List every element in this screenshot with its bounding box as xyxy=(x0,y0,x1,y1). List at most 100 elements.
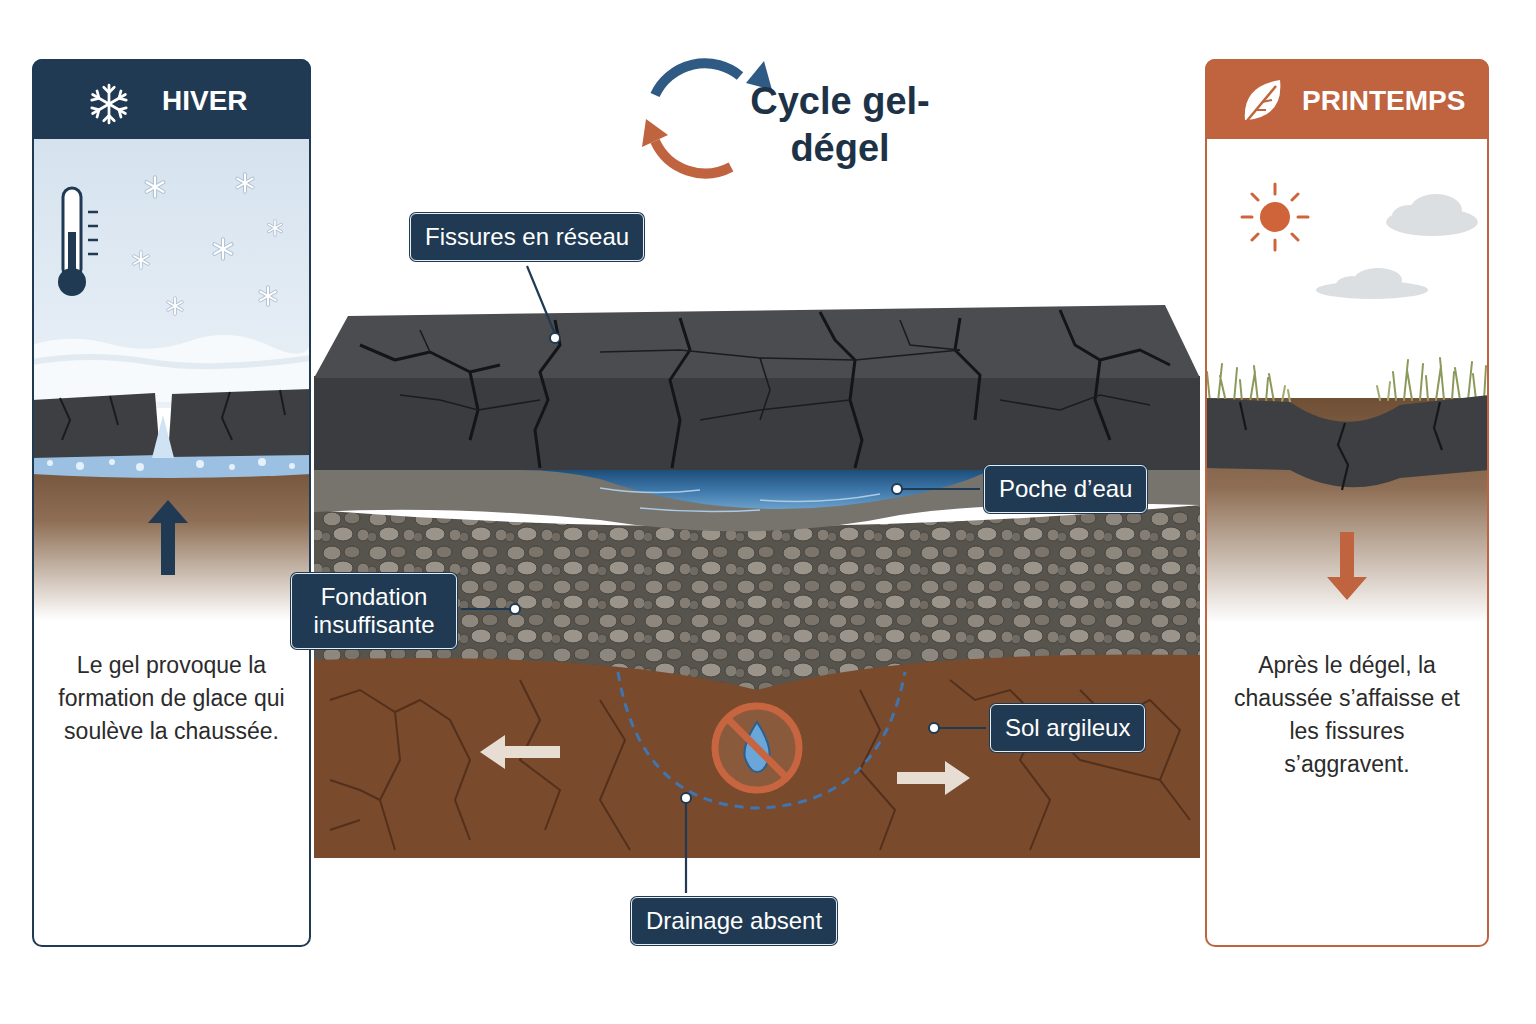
leaf-icon xyxy=(1246,86,1276,122)
diagram-title: Cycle gel-dégel xyxy=(715,78,965,172)
winter-sky xyxy=(32,138,311,408)
callout-box: Fondation insuffisante xyxy=(291,573,457,649)
spring-scene xyxy=(1205,59,1489,947)
leader-dots xyxy=(510,604,520,614)
no-drainage-icon xyxy=(715,706,799,790)
grass xyxy=(1207,364,1274,402)
winter-scene xyxy=(32,59,311,947)
heave-arrow xyxy=(148,500,188,575)
leader-dots xyxy=(929,723,939,733)
grass xyxy=(1282,382,1390,402)
leader-dots xyxy=(510,333,939,803)
leader-lines xyxy=(938,727,986,729)
sun-icon xyxy=(1242,184,1308,250)
clay-cracks xyxy=(600,700,630,850)
network-cracks xyxy=(470,372,478,440)
callout-text: Sol argileux xyxy=(1005,714,1130,742)
asphalt-front xyxy=(314,376,1200,470)
leader-lines xyxy=(461,608,511,610)
falling-snow xyxy=(134,252,148,268)
thermometer-icon xyxy=(58,188,98,296)
ice-wedge xyxy=(152,415,174,458)
fine-cracks xyxy=(1000,395,1150,410)
clouds xyxy=(1316,194,1478,299)
falling-snow xyxy=(260,287,275,305)
panel-ground xyxy=(32,59,311,947)
asphalt-cracks xyxy=(60,390,285,440)
snow-shade xyxy=(32,357,311,366)
network-cracks xyxy=(535,320,560,468)
panel-header xyxy=(32,59,311,139)
ice-crystals xyxy=(258,458,266,466)
ice-crystals xyxy=(109,459,115,465)
clay-movement-arrow xyxy=(897,761,970,795)
no-drainage-icon xyxy=(728,719,786,777)
water-ripples xyxy=(600,488,880,512)
winter-soil xyxy=(32,455,311,620)
asphalt-piece xyxy=(32,393,160,458)
leader-lines xyxy=(901,488,980,490)
falling-snow xyxy=(237,174,252,192)
network-cracks xyxy=(955,318,980,420)
settle-arrow xyxy=(1327,532,1367,600)
season-panel: PRINTEMPSAprès le dégel, la chaussée s’a… xyxy=(1205,59,1489,947)
no-drainage-icon xyxy=(715,706,799,790)
ice-crystals xyxy=(47,458,295,471)
callout-text: Drainage absent xyxy=(646,907,822,935)
ice-crystals xyxy=(47,460,53,466)
clouds xyxy=(1336,276,1368,294)
ice-crystals xyxy=(136,463,144,471)
sun-icon xyxy=(1242,184,1308,250)
network-cracks xyxy=(360,345,500,372)
cycle-arrows xyxy=(655,63,740,95)
fine-cracks xyxy=(400,320,1150,420)
sun-icon xyxy=(1260,202,1290,232)
ice-crystals xyxy=(76,462,84,470)
network-cracks xyxy=(670,318,690,468)
clay-cracks xyxy=(330,690,470,840)
panel-header xyxy=(1205,59,1489,139)
grass xyxy=(1393,358,1486,400)
panel-heading: HIVER xyxy=(34,61,309,140)
network-cracks xyxy=(1095,360,1110,440)
thermometer-icon xyxy=(63,188,81,278)
panel-body: Après le dégel, la chaussée s’affaisse e… xyxy=(1229,649,1465,781)
fine-cracks xyxy=(600,350,960,360)
network-cracks xyxy=(1060,310,1170,365)
leader-lines xyxy=(685,802,687,893)
clay-cracks xyxy=(860,690,895,850)
callout-box: Drainage absent xyxy=(631,897,837,945)
clay-movement-arrow xyxy=(480,735,560,769)
callout-box: Sol argileux xyxy=(990,704,1145,752)
callout-box: Fissures en réseau xyxy=(410,213,644,261)
leaf-icon xyxy=(1256,100,1272,110)
ice-crystals xyxy=(229,464,235,470)
clay-cracks xyxy=(380,712,400,850)
fine-cracks xyxy=(420,320,960,420)
leader-lines xyxy=(461,266,986,893)
asphalt-piece xyxy=(168,389,311,457)
leader-dots xyxy=(550,333,560,343)
fine-cracks xyxy=(700,400,850,420)
network-cracks xyxy=(820,312,862,468)
callout-box: Poche d’eau xyxy=(984,465,1147,513)
leaf-icon xyxy=(1245,80,1281,122)
falling-snow xyxy=(147,177,164,196)
leader-dots xyxy=(681,793,691,803)
clouds xyxy=(1392,205,1428,227)
snowflake-icon xyxy=(92,85,126,123)
panel-ground xyxy=(1205,59,1489,947)
panel-body: Le gel provoque la formation de glace qu… xyxy=(56,649,287,748)
season-panel: HIVER Le gel provoque la formation de gla… xyxy=(32,59,311,947)
leader-dots xyxy=(892,484,902,494)
ice-crystals xyxy=(289,463,295,469)
water-pocket xyxy=(520,470,990,509)
fine-cracks xyxy=(400,395,540,410)
callout-text: Fissures en réseau xyxy=(425,223,629,251)
clay-cracks xyxy=(330,680,1190,850)
asphalt-top xyxy=(314,305,1200,378)
ice-crystals xyxy=(196,460,204,468)
